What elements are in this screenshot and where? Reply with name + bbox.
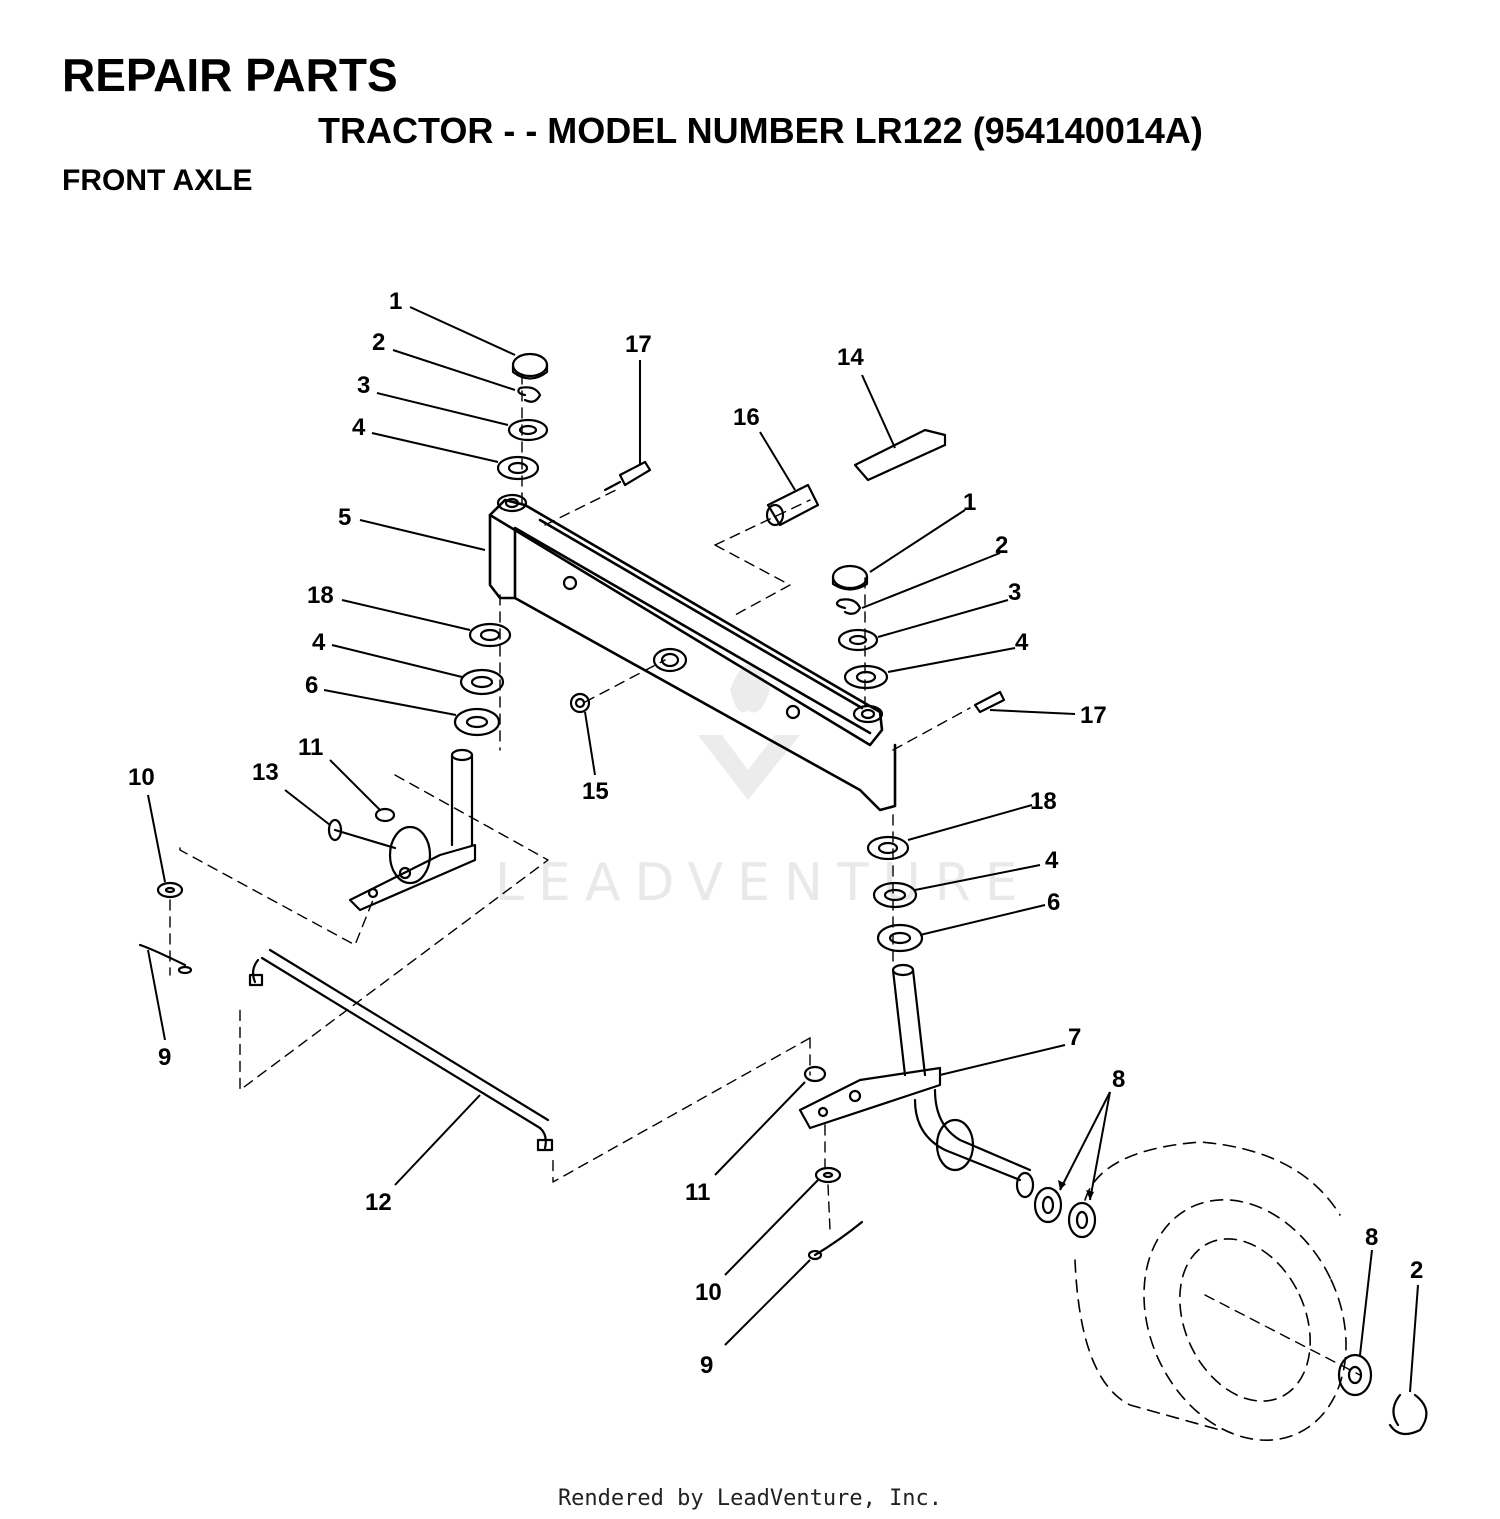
callout-label: 2 xyxy=(372,329,385,356)
watermark-text: LEADVENTURE xyxy=(495,853,1032,913)
callout-label: 16 xyxy=(733,404,760,431)
callout-label: 1 xyxy=(389,288,402,315)
callout-label: 4 xyxy=(1045,847,1059,874)
callout-label: 5 xyxy=(338,504,351,531)
footer-credit: Rendered by LeadVenture, Inc. xyxy=(557,1486,943,1511)
watermark: LEADVENTURE xyxy=(495,665,1032,913)
section-title: FRONT AXLE xyxy=(62,164,253,197)
callout-label: 14 xyxy=(837,344,864,371)
callout-label: 4 xyxy=(352,414,366,441)
callout-label: 18 xyxy=(1030,788,1057,815)
callout-label: 15 xyxy=(582,778,609,805)
callout-label: 3 xyxy=(1008,579,1021,606)
page-title: REPAIR PARTS xyxy=(62,49,398,101)
callout-label: 1 xyxy=(963,489,976,516)
callout-label: 18 xyxy=(307,582,334,609)
callout-label: 3 xyxy=(357,372,370,399)
callout-label: 10 xyxy=(128,764,155,791)
leader-lines xyxy=(147,306,1419,1393)
callout-label: 17 xyxy=(1080,702,1107,729)
callout-label: 4 xyxy=(312,629,326,656)
callout-label: 12 xyxy=(365,1189,392,1216)
callout-label: 13 xyxy=(252,759,279,786)
callout-label: 11 xyxy=(298,734,323,761)
part-drawings xyxy=(138,352,1428,1441)
model-subtitle: TRACTOR - - MODEL NUMBER LR122 (95414001… xyxy=(318,110,1203,151)
callout-label: 11 xyxy=(685,1179,710,1206)
callout-label: 8 xyxy=(1365,1224,1378,1251)
callout-numbers: 1 2 3 4 5 18 4 6 17 16 14 1 2 3 4 17 15 … xyxy=(128,288,1423,1379)
callout-label: 17 xyxy=(625,331,652,358)
callout-label: 9 xyxy=(700,1352,713,1379)
callout-label: 9 xyxy=(158,1044,171,1071)
callout-label: 2 xyxy=(995,532,1008,559)
callout-label: 7 xyxy=(1068,1024,1081,1051)
callout-label: 2 xyxy=(1410,1257,1423,1284)
callout-label: 10 xyxy=(695,1279,722,1306)
callout-label: 8 xyxy=(1112,1066,1125,1093)
callout-label: 6 xyxy=(305,672,318,699)
callout-label: 6 xyxy=(1047,889,1060,916)
callout-label: 4 xyxy=(1015,629,1029,656)
